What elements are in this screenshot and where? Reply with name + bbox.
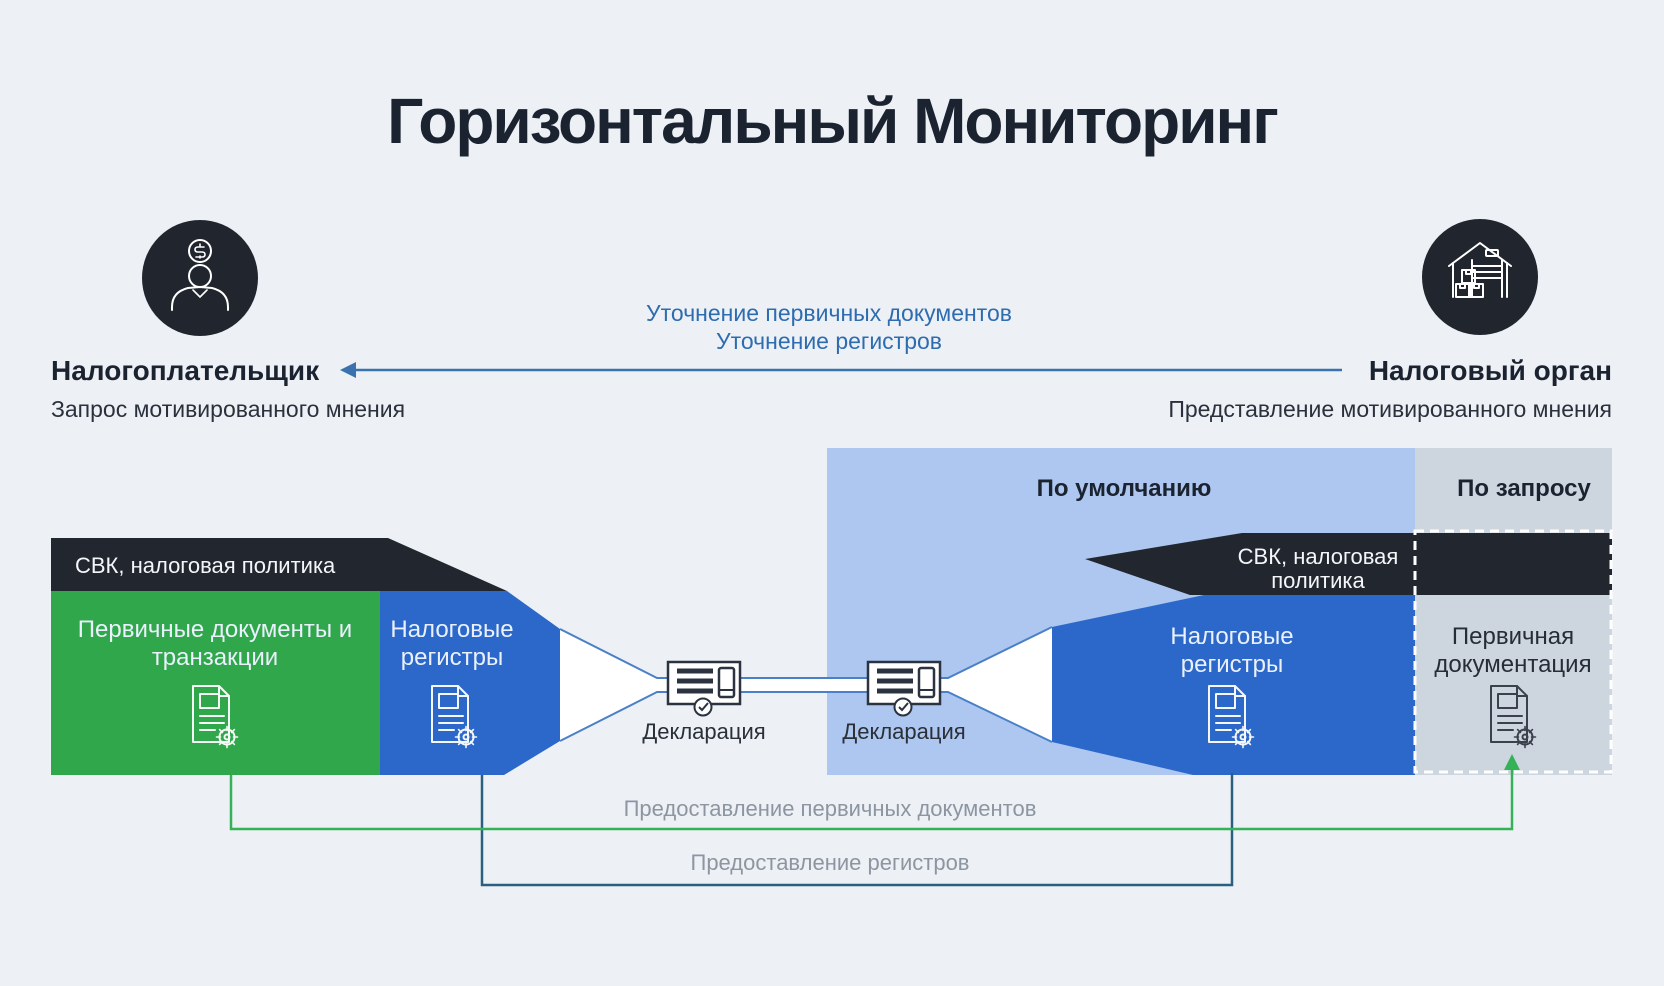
authority-registers-label-1: Налоговые <box>1170 623 1294 650</box>
taxpayer-svk-header-label: СВК, налоговая политика <box>75 553 336 578</box>
authority-svk-header-shape <box>1085 533 1612 595</box>
feedback-arrow-label-1: Уточнение первичных документов <box>646 300 1012 326</box>
document-gear-icon <box>192 685 239 749</box>
authority-svk-header-label-2: политика <box>1271 568 1365 593</box>
declaration-label-left: Декларация <box>642 719 766 744</box>
default-mode-label: По умолчанию <box>1036 475 1212 502</box>
on-request-panel <box>1415 448 1612 775</box>
document-gear-icon <box>1208 685 1255 749</box>
taxpayer-label: Налогоплательщик <box>51 355 320 386</box>
document-gear-icon <box>1490 685 1537 749</box>
taxpayer-registers-label-2: регистры <box>400 644 504 671</box>
primary-docs-flow-line <box>229 754 1520 831</box>
primary-documentation-label-1: Первичная <box>1451 623 1575 650</box>
feedback-arrow <box>340 362 1342 378</box>
authority-registers-label-2: регистры <box>1180 651 1284 678</box>
taxpayer-action-label: Запрос мотивированного мнения <box>51 396 406 422</box>
person-dollar-icon <box>171 239 229 311</box>
taxpayer-avatar <box>142 220 258 336</box>
feedback-arrow-label-2: Уточнение регистров <box>715 328 943 354</box>
authority-action-label: Представление мотивированного мнения <box>1168 396 1612 422</box>
primary-docs-flow-label: Предоставление первичных документов <box>623 796 1037 821</box>
on-request-label: По запросу <box>1457 475 1591 502</box>
on-request-dashed-border <box>1413 529 1613 774</box>
primary-docs-label-1: Первичные документы и <box>77 616 353 643</box>
taxpayer-svk-header-shape <box>51 538 507 591</box>
taxpayer-registers-label-1: Налоговые <box>390 616 514 643</box>
authority-svk-header-label-1: СВК, налоговая <box>1237 544 1399 569</box>
registers-flow-label: Предоставление регистров <box>690 850 970 875</box>
page-title: Горизонтальный Мониторинг <box>387 85 1279 157</box>
primary-documentation-label-2: документация <box>1434 651 1592 678</box>
primary-docs-block-shape <box>51 591 380 775</box>
warehouse-icon <box>1448 242 1512 298</box>
taxpayer-registers-block-shape <box>380 591 560 775</box>
primary-docs-label-2: транзакции <box>151 644 279 671</box>
authority-label: Налоговый орган <box>1368 355 1612 386</box>
declaration-label-right: Декларация <box>842 719 966 744</box>
document-gear-icon <box>431 685 478 749</box>
declaration-icon-left <box>666 660 742 717</box>
declaration-icon-right <box>866 660 942 717</box>
authority-avatar <box>1422 219 1538 335</box>
declaration-channel <box>559 626 1053 743</box>
